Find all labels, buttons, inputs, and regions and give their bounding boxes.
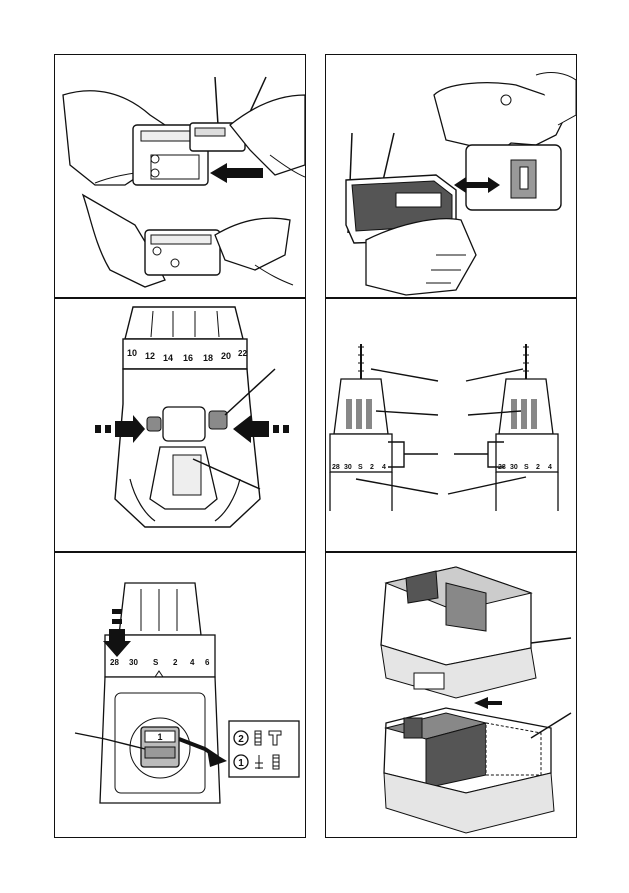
hammer-icon <box>268 730 282 746</box>
dial-num: 6 <box>205 658 210 667</box>
illustration-charging <box>62 76 305 288</box>
panel-battery-charging <box>54 54 306 298</box>
drill-bit-icon <box>255 755 263 769</box>
dial-num: 2 <box>173 658 178 667</box>
dial-num: 14 <box>163 353 173 363</box>
panel-gear-selector: 28 30 S 2 4 6 1 2 1 <box>54 552 306 838</box>
gear-number: 1 <box>157 732 162 742</box>
dial-num: 20 <box>221 351 231 361</box>
dial-num: 16 <box>183 353 193 363</box>
panel-battery-pack <box>325 552 577 838</box>
dial-num: 28 <box>110 658 119 667</box>
dial-num: 30 <box>510 464 518 471</box>
dial-num: 4 <box>190 658 195 667</box>
dial-num: S <box>358 464 363 471</box>
dial-num: 4 <box>382 464 386 471</box>
dial-num: S <box>153 658 159 667</box>
dial-num: 2 <box>370 464 374 471</box>
dial-num: 30 <box>129 658 138 667</box>
illustration-gear-selector: 28 30 S 2 4 6 1 2 1 <box>74 582 300 804</box>
dial-num: 2 <box>536 464 540 471</box>
panel-battery-insert <box>325 54 577 298</box>
dial-num: 18 <box>203 353 213 363</box>
panel-torque-chuck: 28 30 S 2 4 28 30 S 2 4 <box>325 298 577 552</box>
dial-num: 12 <box>145 351 155 361</box>
dial-num: 22 <box>238 349 247 358</box>
dial-num: 4 <box>548 464 552 471</box>
dial-num: 10 <box>127 348 137 358</box>
screw-icon <box>254 730 262 746</box>
illustration-battery-pack <box>380 566 572 834</box>
illustration-battery-insert <box>345 72 576 296</box>
screw-icon <box>272 754 280 770</box>
illustration-chuck: 28 30 S 2 4 28 30 S 2 4 <box>329 344 559 511</box>
dial-num: 28 <box>332 464 340 471</box>
legend-number: 2 <box>238 734 244 745</box>
legend-number: 1 <box>238 758 244 769</box>
dial-num: S <box>524 464 529 471</box>
illustration-direction-switch: 10 12 14 16 18 20 22 <box>95 306 289 528</box>
dial-num: 30 <box>344 464 352 471</box>
panel-direction-switch: 10 12 14 16 18 20 22 <box>54 298 306 552</box>
